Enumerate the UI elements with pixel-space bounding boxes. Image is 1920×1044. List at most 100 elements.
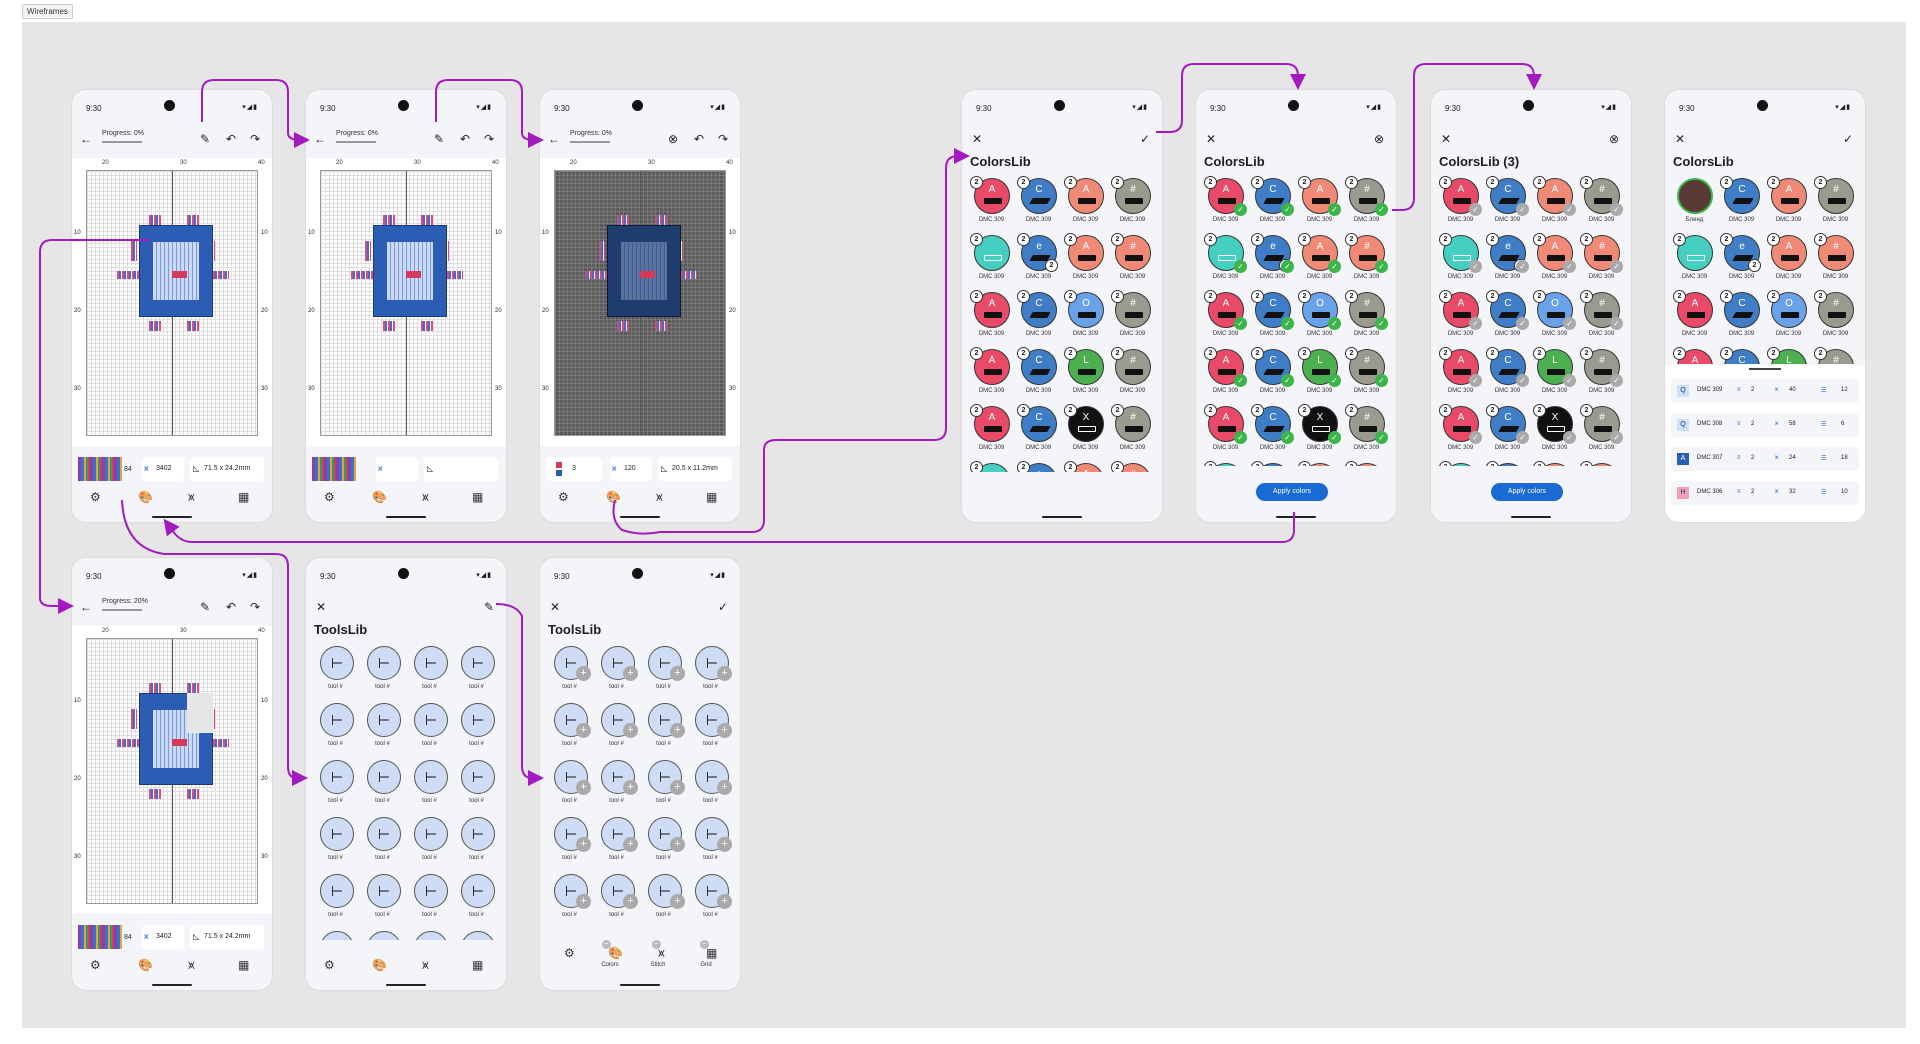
check-icon[interactable]: ✓ bbox=[1234, 374, 1247, 387]
palette-icon[interactable]: 🎨 bbox=[608, 946, 623, 960]
tool-item[interactable]: ⊢+tool # bbox=[640, 758, 687, 815]
stitch-count-chip[interactable]: ⩙ bbox=[376, 457, 418, 481]
color-item[interactable]: 2✓DMC 309 bbox=[1437, 233, 1484, 290]
tool-item[interactable]: ⊢+tool # bbox=[640, 815, 687, 872]
tool-item[interactable]: ⊢+tool # bbox=[546, 872, 593, 924]
add-icon[interactable]: + bbox=[623, 666, 638, 681]
tool-item[interactable]: ⊢tool # bbox=[453, 701, 500, 758]
color-item[interactable]: 2✓DMC 309 bbox=[1202, 233, 1249, 290]
palette-thumbnail[interactable] bbox=[78, 457, 122, 481]
tool-item[interactable]: ⊢tool # bbox=[453, 758, 500, 815]
tool-item[interactable]: ⊢+tool # bbox=[687, 758, 734, 815]
check-icon[interactable]: ✓ bbox=[1375, 374, 1388, 387]
pencil-icon[interactable]: ✎ bbox=[199, 132, 210, 146]
check-icon[interactable]: ✓ bbox=[1563, 431, 1576, 444]
check-icon[interactable]: ✓ bbox=[1516, 431, 1529, 444]
check-icon[interactable]: ✓ bbox=[1328, 431, 1341, 444]
tool-item[interactable]: ⊢tool # bbox=[359, 644, 406, 701]
tool-item[interactable]: ⊢tool # bbox=[453, 929, 500, 940]
tool-item[interactable]: ⊢+tool # bbox=[687, 644, 734, 701]
grid-icon[interactable]: ▦ bbox=[706, 490, 718, 504]
add-icon[interactable]: + bbox=[576, 780, 591, 795]
tool-item[interactable]: ⊢+tool # bbox=[593, 644, 640, 701]
settings-icon[interactable]: ⚙ bbox=[558, 490, 569, 504]
check-icon[interactable]: ✓ bbox=[1328, 317, 1341, 330]
tool-item[interactable]: ⊢+tool # bbox=[593, 758, 640, 815]
tool-item[interactable]: ⊢+tool # bbox=[593, 815, 640, 872]
tool-item[interactable]: ⊢+tool # bbox=[546, 815, 593, 872]
color-item[interactable]: #2✓DMC 309 bbox=[1578, 347, 1625, 404]
tool-item[interactable]: ⊢tool # bbox=[312, 872, 359, 929]
check-icon[interactable]: ✓ bbox=[1610, 374, 1623, 387]
tool-item[interactable]: ⊢tool # bbox=[406, 644, 453, 701]
color-item[interactable]: #2✓DMC 309 bbox=[1578, 290, 1625, 347]
remove-icon[interactable]: − bbox=[602, 940, 611, 949]
tool-item[interactable]: ⊢tool # bbox=[359, 872, 406, 929]
tool-item[interactable]: ⊢+tool # bbox=[593, 872, 640, 924]
color-item[interactable]: #2✓DMC 309 bbox=[1343, 347, 1390, 404]
check-icon[interactable]: ✓ bbox=[1469, 260, 1482, 273]
undo-icon[interactable]: ↶ bbox=[693, 132, 704, 146]
back-arrow-icon[interactable]: ← bbox=[80, 132, 92, 146]
color-item[interactable]: e22✓DMC 309 bbox=[1249, 461, 1296, 466]
add-icon[interactable]: + bbox=[623, 837, 638, 852]
undo-icon[interactable]: ↶ bbox=[225, 600, 236, 614]
add-icon[interactable]: + bbox=[623, 780, 638, 795]
settings-icon[interactable]: ⚙ bbox=[324, 490, 335, 504]
tool-item[interactable]: ⊢+tool # bbox=[546, 644, 593, 701]
check-icon[interactable]: ✓ bbox=[1328, 374, 1341, 387]
tool-item[interactable]: ⊢+tool # bbox=[640, 644, 687, 701]
stitch-icon[interactable]: ⩙ bbox=[658, 946, 665, 960]
settings-icon[interactable]: ⚙ bbox=[90, 958, 101, 972]
check-icon[interactable]: ✓ bbox=[1375, 431, 1388, 444]
close-icon[interactable]: ✕ bbox=[316, 600, 327, 614]
tool-item[interactable]: ⊢tool # bbox=[312, 758, 359, 815]
stitch-count-chip[interactable]: ⩙120 bbox=[610, 457, 652, 481]
color-item[interactable]: #2✓DMC 309 bbox=[1578, 404, 1625, 461]
tool-item[interactable]: ⊢tool # bbox=[359, 701, 406, 758]
color-item[interactable]: Бленд bbox=[1671, 176, 1718, 233]
color-item[interactable]: e22✓DMC 309 bbox=[1249, 233, 1296, 290]
tool-item[interactable]: ⊢+tool # bbox=[687, 701, 734, 758]
check-circle-icon[interactable]: ✓ bbox=[1139, 132, 1150, 146]
tool-item[interactable]: ⊢tool # bbox=[453, 815, 500, 872]
tool-item[interactable]: ⊢tool # bbox=[359, 815, 406, 872]
check-icon[interactable]: ✓ bbox=[1610, 203, 1623, 216]
remove-icon[interactable]: − bbox=[652, 940, 661, 949]
tool-item[interactable]: ⊢tool # bbox=[359, 758, 406, 815]
size-chip[interactable]: ◺71.5 x 24.2mm bbox=[190, 925, 264, 949]
remove-icon[interactable]: − bbox=[700, 940, 709, 949]
check-icon[interactable]: ✓ bbox=[1516, 317, 1529, 330]
size-chip[interactable]: ◺20.5 x 11.2mm bbox=[658, 457, 732, 481]
settings-icon[interactable]: ⚙ bbox=[90, 490, 101, 504]
close-icon[interactable]: ✕ bbox=[972, 132, 983, 146]
